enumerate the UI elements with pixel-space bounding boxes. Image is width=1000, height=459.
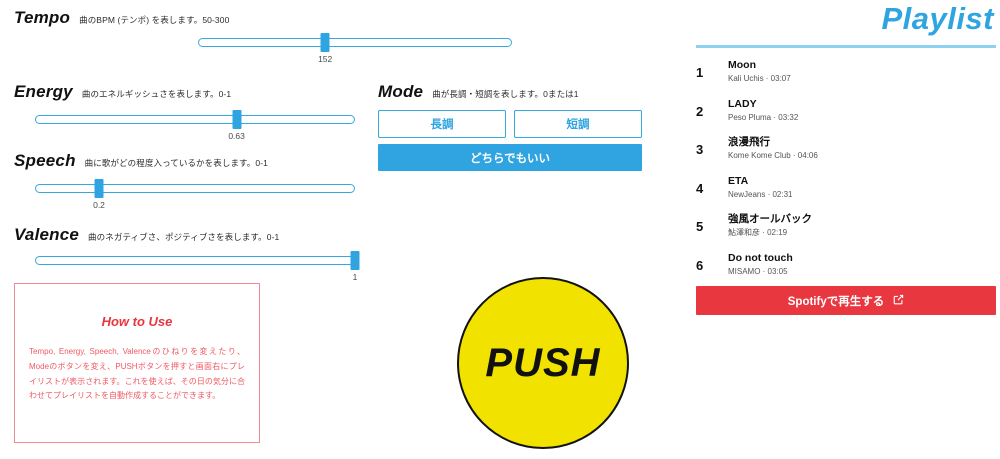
spotify-play-label: Spotifyで再生する — [787, 295, 885, 308]
mode-header: Mode 曲が長調・短調を表します。0または1 — [378, 82, 579, 102]
track-name: Moon — [728, 59, 756, 71]
mode-title: Mode — [378, 82, 424, 101]
external-link-icon — [893, 293, 904, 308]
track-info: LADY Peso Pluma · 03:32 — [728, 94, 798, 124]
track-name: LADY — [728, 97, 757, 110]
track-info: 浪漫飛行 Kome Kome Club · 04:06 — [728, 132, 818, 162]
track-meta: Kali Uchis · 03:07 — [728, 74, 791, 83]
tempo-slider[interactable]: 152 — [198, 32, 512, 64]
valence-slider-thumb[interactable] — [350, 251, 360, 270]
energy-slider[interactable]: 0.63 — [35, 109, 355, 141]
track-index: 3 — [696, 142, 704, 157]
track-index: 6 — [696, 257, 704, 273]
how-to-use-title: How to Use — [101, 314, 173, 329]
valence-header: Valence 曲のネガティブさ、ポジティブさを表します。0-1 — [14, 225, 279, 245]
track-name: 浪漫飛行 — [728, 136, 770, 148]
speech-slider-thumb[interactable] — [94, 179, 104, 198]
valence-slider[interactable]: 1 — [35, 250, 360, 282]
tempo-title: Tempo — [14, 8, 71, 27]
tempo-slider-thumb[interactable] — [320, 33, 330, 52]
track-meta: 鮎澤和彦 · 02:19 — [728, 228, 788, 237]
track-meta: Peso Pluma · 03:32 — [728, 112, 799, 122]
energy-value: 0.63 — [228, 131, 245, 141]
track-meta: NewJeans · 02:31 — [728, 189, 793, 199]
energy-slider-thumb[interactable] — [232, 110, 242, 129]
energy-header: Energy 曲のエネルギッシュさを表します。0-1 — [14, 82, 231, 102]
track-name: ETA — [728, 174, 749, 187]
tempo-header: Tempo 曲のBPM (テンポ) を表します。50-300 — [14, 8, 229, 28]
track-name: Do not touch — [728, 251, 793, 264]
track-info: ETA NewJeans · 02:31 — [728, 171, 792, 201]
track-row[interactable]: 4 ETA NewJeans · 02:31 — [696, 171, 996, 210]
track-name: 強風オールバック — [728, 213, 812, 225]
valence-title: Valence — [14, 225, 80, 244]
track-row[interactable]: 2 LADY Peso Pluma · 03:32 — [696, 94, 996, 133]
track-meta: MISAMO · 03:05 — [728, 266, 788, 276]
tempo-slider-track[interactable] — [198, 38, 512, 47]
speech-title: Speech — [14, 151, 76, 170]
speech-slider-track[interactable] — [35, 184, 355, 193]
track-index: 4 — [696, 180, 704, 196]
mode-minor-button[interactable]: 短調 — [514, 110, 642, 138]
mode-description: 曲が長調・短調を表します。0または1 — [432, 89, 579, 99]
spotify-play-button[interactable]: Spotifyで再生する — [696, 286, 996, 315]
track-index: 1 — [696, 65, 704, 80]
valence-slider-track[interactable] — [35, 256, 355, 265]
track-index: 5 — [696, 219, 704, 234]
track-index: 2 — [696, 103, 704, 119]
valence-value: 1 — [352, 272, 358, 282]
track-row[interactable]: 5 強風オールバック鮎澤和彦 · 02:19 — [696, 209, 996, 248]
playlist-title: Playlist — [881, 1, 994, 36]
how-to-use-panel: How to Use Tempo, Energy, Speech, Valenc… — [14, 283, 260, 443]
playlist-divider — [696, 45, 996, 48]
track-meta: Kome Kome Club · 04:06 — [728, 151, 818, 160]
speech-description: 曲に歌がどの程度入っているかを表します。0-1 — [84, 158, 268, 168]
push-button[interactable]: PUSH — [457, 277, 629, 449]
speech-slider[interactable]: 0.2 — [35, 178, 355, 210]
track-row[interactable]: 3 浪漫飛行 Kome Kome Club · 04:06 — [696, 132, 996, 171]
energy-description: 曲のエネルギッシュさを表します。0-1 — [81, 89, 232, 99]
speech-value: 0.2 — [93, 200, 105, 210]
how-to-use-body: Tempo, Energy, Speech, Valenceのひねりを変えたり、… — [29, 347, 245, 401]
mode-any-button[interactable]: どちらでもいい — [378, 144, 642, 171]
energy-slider-track[interactable] — [35, 115, 355, 124]
mode-major-button[interactable]: 長調 — [378, 110, 506, 138]
energy-title: Energy — [14, 82, 73, 101]
tempo-value: 152 — [318, 54, 333, 64]
push-button-label: PUSH — [485, 340, 601, 385]
track-info: 強風オールバック鮎澤和彦 · 02:19 — [728, 209, 812, 239]
mode-button-row: 長調 短調 — [378, 110, 642, 138]
valence-description: 曲のネガティブさ、ポジティブさを表します。0-1 — [88, 232, 280, 242]
speech-header: Speech 曲に歌がどの程度入っているかを表します。0-1 — [14, 151, 268, 171]
controls-panel: Tempo 曲のBPM (テンポ) を表します。50-300 152 Energ… — [14, 8, 642, 449]
tempo-description: 曲のBPM (テンポ) を表します。50-300 — [79, 15, 230, 25]
